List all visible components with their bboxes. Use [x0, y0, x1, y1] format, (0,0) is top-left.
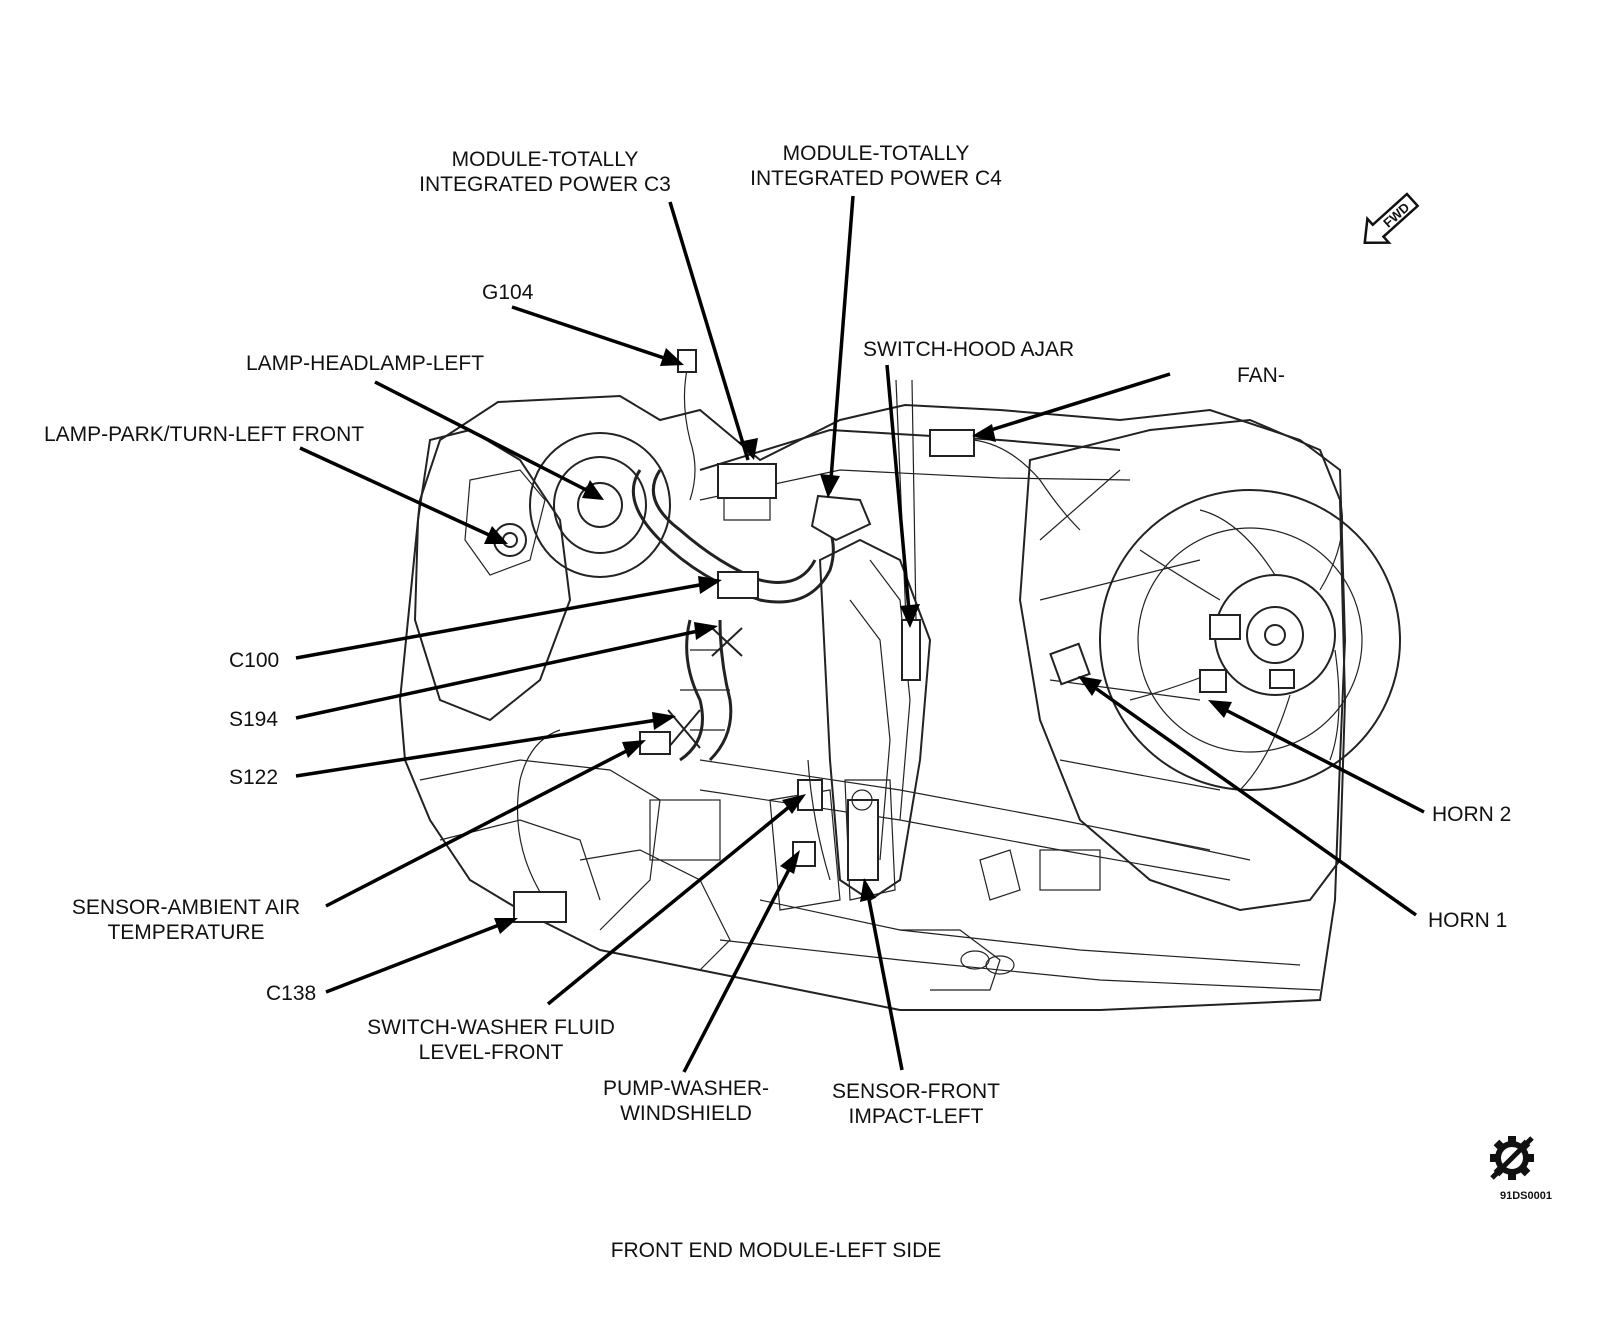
- label-s194: S194: [229, 708, 278, 731]
- label-tip-c4-line2: INTEGRATED POWER C4: [750, 167, 1002, 190]
- label-sensor-ambient-line1: SENSOR-AMBIENT AIR: [72, 896, 300, 919]
- gear-icon: [1490, 1136, 1534, 1180]
- label-switch-hood-ajar: SWITCH-HOOD AJAR: [863, 338, 1074, 361]
- label-tip-c4-line1: MODULE-TOTALLY: [783, 142, 970, 165]
- label-lamp-park-turn: LAMP-PARK/TURN-LEFT FRONT: [44, 423, 364, 446]
- label-sensor-ambient-line2: TEMPERATURE: [107, 921, 264, 944]
- label-c138: C138: [266, 982, 316, 1005]
- label-fan: FAN-: [1237, 364, 1285, 387]
- label-switch-washer-line2: LEVEL-FRONT: [419, 1041, 564, 1064]
- label-horn2: HORN 2: [1432, 803, 1511, 826]
- label-c100: C100: [229, 649, 279, 672]
- figure-caption: FRONT END MODULE-LEFT SIDE: [611, 1239, 942, 1262]
- label-sensor-front-impact-line2: IMPACT-LEFT: [849, 1105, 984, 1128]
- callout-labels: MODULE-TOTALLY INTEGRATED POWER C3 MODUL…: [44, 142, 1511, 1262]
- label-s122: S122: [229, 766, 278, 789]
- label-lamp-headlamp-left: LAMP-HEADLAMP-LEFT: [246, 352, 484, 375]
- front-end-module-illustration: [398, 349, 1401, 1011]
- label-tip-c3-line1: MODULE-TOTALLY: [452, 148, 639, 171]
- label-pump-washer-line1: PUMP-WASHER-: [603, 1077, 769, 1100]
- label-horn1: HORN 1: [1428, 909, 1507, 932]
- label-pump-washer-line2: WINDSHIELD: [620, 1102, 752, 1125]
- label-g104: G104: [482, 281, 534, 304]
- figure-code: 91DS0001: [1500, 1190, 1552, 1202]
- fwd-arrow-icon: FWD: [1363, 192, 1420, 245]
- label-tip-c3-line2: INTEGRATED POWER C3: [419, 173, 671, 196]
- leader-lines: [295, 195, 1425, 1073]
- label-switch-washer-line1: SWITCH-WASHER FLUID: [367, 1016, 615, 1039]
- label-sensor-front-impact-line1: SENSOR-FRONT: [832, 1080, 1000, 1103]
